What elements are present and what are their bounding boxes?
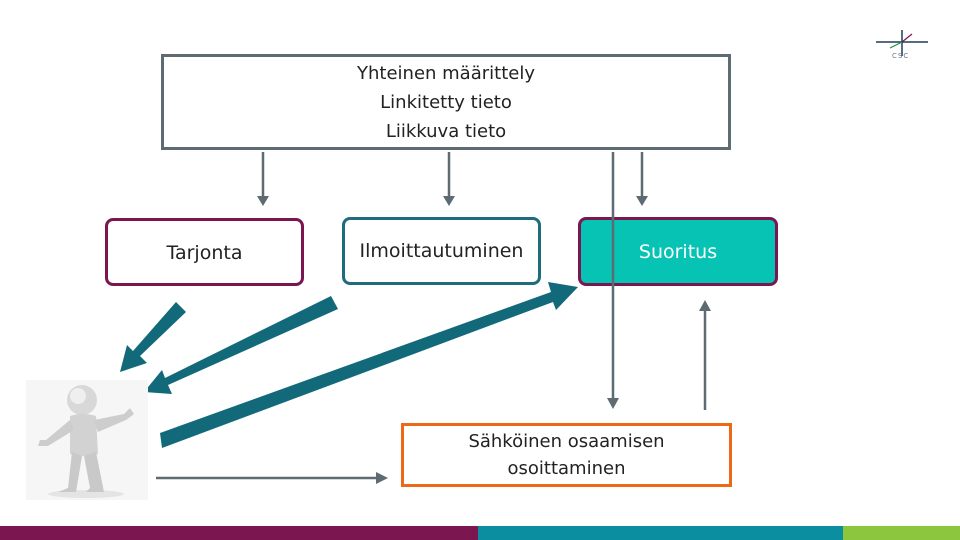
ilmoittautuminen-label: Ilmoittautuminen: [359, 240, 524, 262]
suoritus-label: Suoritus: [638, 240, 718, 263]
suoritus-box: Suoritus: [578, 217, 778, 286]
gray-arrow-to-sahkoinen: [607, 152, 619, 409]
bottom-bar-maroon: [0, 526, 478, 540]
tarjonta-label: Tarjonta: [166, 242, 243, 264]
sahkoinen-line-1: Sähköinen osaamisen: [468, 431, 665, 452]
definition-box: Yhteinen määrittely Linkitetty tieto Lii…: [161, 54, 731, 150]
bottom-bar-green: [843, 526, 960, 540]
teal-arrow-tarjonta-to-person: [120, 302, 186, 372]
gray-arrow-up-to-suoritus: [699, 300, 711, 410]
sahkoinen-osaaminen-box: Sähköinen osaamisen osoittaminen: [401, 423, 732, 487]
definition-line-2: Linkitetty tieto: [380, 91, 512, 113]
definition-line-3: Liikkuva tieto: [385, 120, 507, 142]
tarjonta-box: Tarjonta: [105, 218, 304, 286]
teal-arrow-person-to-suoritus: [160, 282, 578, 448]
teal-arrow-ilmoittautuminen-to-person: [144, 296, 338, 394]
csc-logo-icon: [876, 30, 928, 56]
bottom-bar-teal: [478, 526, 843, 540]
bottom-color-bar: [0, 526, 960, 540]
gray-arrow-to-ilmoittautuminen: [443, 152, 455, 206]
gray-arrow-to-suoritus: [636, 152, 648, 206]
definition-line-1: Yhteinen määrittely: [357, 62, 535, 84]
csc-logo-text: CSC: [892, 52, 910, 60]
gray-arrow-to-tarjonta: [257, 152, 269, 206]
gray-arrow-person-to-sahkoinen: [156, 472, 388, 484]
sahkoinen-line-2: osoittaminen: [507, 458, 626, 479]
person-figure-icon: [26, 380, 148, 500]
ilmoittautuminen-box: Ilmoittautuminen: [342, 217, 541, 285]
